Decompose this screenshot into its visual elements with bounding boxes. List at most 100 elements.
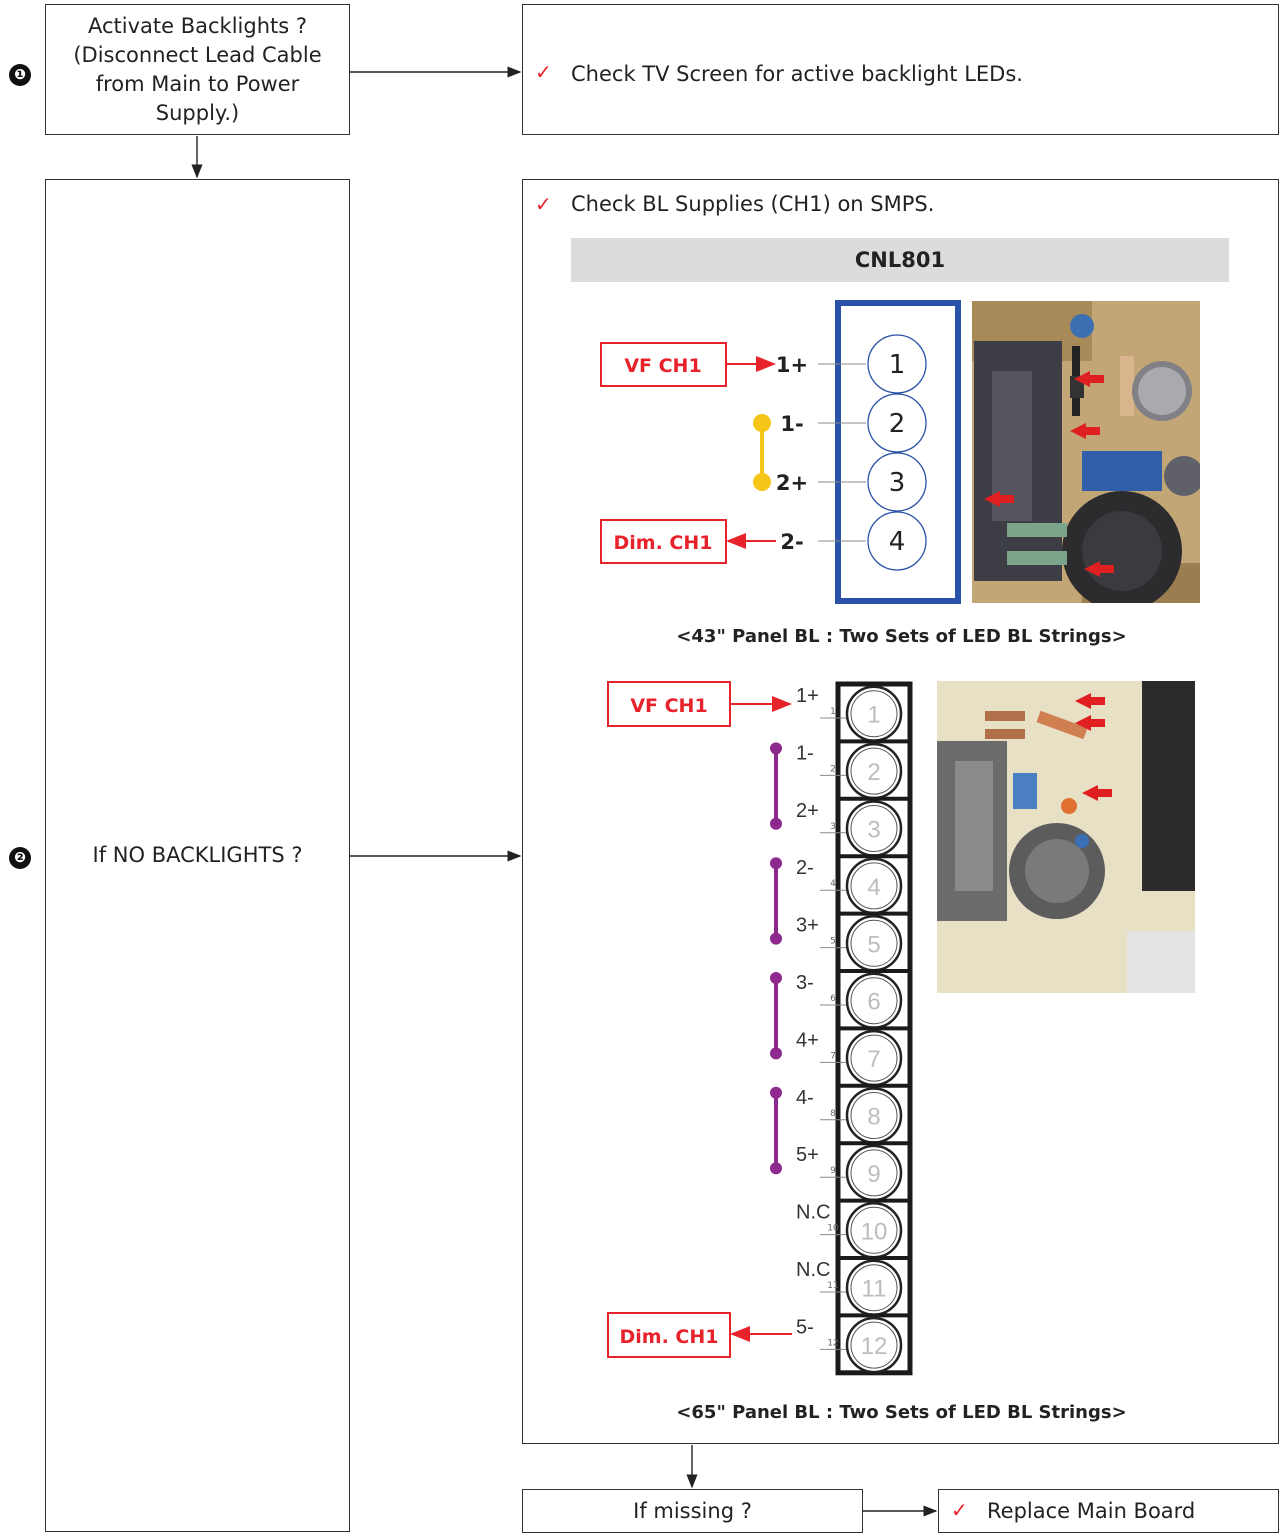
connector-65-small-pin-number: 12 [827,1338,838,1348]
check-mark-icon: ✓ [535,60,552,84]
connector-65-small-pin-number: 3 [830,822,836,832]
connector-65-pin-number: 8 [867,1104,880,1131]
connector-65-pin-ring [850,1206,898,1254]
connector-65-pin-ring [850,862,898,910]
connector-65-pin-ring [850,1034,898,1082]
connector-65-pin-ring [850,805,898,852]
connector-65-small-pin-number: 2 [830,764,836,774]
step-1-marker: ❶ [9,64,31,86]
step-2-marker: ❷ [9,847,31,869]
connector-43-pin-label: 2- [780,530,803,554]
connector-43-pin-number: 1 [889,350,906,380]
photo-65-illustration [937,681,1195,993]
connector-65-link-dot [770,817,782,830]
connector-65-pin-label: 4- [796,1087,814,1109]
connector-65-small-pin-number: 4 [830,879,836,889]
connector-65-pin-number: 6 [867,989,880,1016]
connector-65-pin-ring [850,1092,898,1139]
connector-43-pin-number: 2 [889,409,906,439]
replace-main-board-box: ✓ Replace Main Board [938,1489,1279,1533]
connector-65-pin-ring [850,747,898,795]
connector-65-pin-number: 10 [861,1218,888,1245]
replace-main-board-text: Replace Main Board [987,1499,1196,1523]
caption-65-panel: <65" Panel BL : Two Sets of LED BL Strin… [676,1402,1127,1423]
connector-65-small-pin-number: 7 [830,1051,836,1061]
connector-43-pin-number: 4 [889,527,906,557]
connector-43-pin [867,452,927,512]
connector-65-link-dot [770,857,782,870]
connector-43-pin-label: 1- [780,412,803,436]
check-mark-icon: ✓ [535,192,552,216]
connector-65-pin-ring [850,1264,898,1312]
connector-65-pin-label: N.C [796,1202,830,1224]
connector-65-pin-ring [850,977,898,1025]
connector-65-small-pin-number: 8 [830,1109,836,1119]
connector-65-small-pin-number: 10 [827,1224,839,1234]
connector-65-pin-number: 11 [862,1276,887,1303]
vf-ch1-label: VF CH1 [624,355,701,377]
check-bl-text: Check BL Supplies (CH1) on SMPS. [571,192,935,216]
connector-65-link-dot [770,1047,782,1060]
connector-65-link-dot [770,1162,782,1175]
connector-65-pin-number: 5 [867,931,880,958]
if-missing-box: If missing ? [522,1489,863,1533]
activate-backlights-box: Activate Backlights ? (Disconnect Lead C… [45,4,350,135]
connector-65-pin-label: 3- [796,972,814,994]
connector-65-pin-ring [850,919,898,967]
check-mark-icon: ✓ [951,1498,968,1522]
connector-65: 111+221-332+442-553+663-774+884-995+1010… [607,681,913,1376]
connector-43-pin [867,393,927,453]
connector-65-small-pin-number: 5 [830,937,836,947]
connector-65-pin-ring [850,1149,898,1197]
photo-43-board [972,301,1200,603]
vf-ch1-label-65: VF CH1 [630,695,707,717]
connector-65-pin-ring [850,1321,898,1369]
connector-title-bar: CNL801 [571,238,1229,282]
connector-43-link-dot [753,473,771,491]
connector-43-pin-label: 1+ [776,353,808,377]
connector-65-small-pin-number: 9 [830,1166,836,1176]
connector-65-pin-label: 5- [796,1316,814,1338]
connector-43-pin [867,511,927,571]
dim-ch1-label-box-65 [607,1312,731,1358]
connector-65-small-pin-number: 11 [827,1281,838,1291]
connector-65-pin-label: 1- [796,742,814,764]
connector-65-pin-label: 3+ [796,915,819,937]
vf-ch1-label-box-65 [607,681,731,727]
connector-65-link-dot [770,932,782,945]
connector-43-pin-number: 3 [889,468,906,498]
connector-65-pin-ring [850,690,898,738]
connector-43-pin [867,334,927,394]
connector-43-pin-label: 2+ [776,471,808,495]
connector-65-pin-number: 3 [867,817,880,844]
connector-65-link-dot [770,972,782,984]
check-screen-text: Check TV Screen for active backlight LED… [571,62,1023,86]
caption-43-panel: <43" Panel BL : Two Sets of LED BL Strin… [676,626,1127,647]
connector-65-pin-label: 2- [796,857,814,879]
connector-65-small-pin-number: 6 [830,994,836,1004]
no-backlights-text: If NO BACKLIGHTS ? [92,843,303,867]
if-missing-text: If missing ? [633,1498,752,1523]
connector-65-link-dot [770,1086,782,1099]
connector-65-pin-number: 9 [867,1161,880,1188]
connector-65-pin-number: 2 [867,759,880,786]
photo-65-board [937,681,1195,993]
connector-65-pin-label: N.C [796,1259,830,1281]
connector-65-link-dot [770,742,782,755]
connector-65-pin-number: 4 [867,874,880,901]
photo-43-illustration [972,301,1200,603]
vf-ch1-label-box [600,342,727,387]
activate-backlights-text: Activate Backlights ? (Disconnect Lead C… [73,13,322,125]
connector-43-link-dot [753,414,771,432]
check-screen-box: ✓ Check TV Screen for active backlight L… [522,4,1279,135]
connector-65-pin [845,1316,903,1374]
connector-43-housing [835,300,961,604]
connector-65-pin-number: 1 [867,702,880,729]
connector-65-pin-label: 1+ [796,685,819,707]
connector-65-pin-label: 4+ [796,1029,819,1051]
connector-65-pin-label: 5+ [796,1144,819,1166]
connector-65-pin-number: 7 [867,1046,880,1073]
connector-65-pin-number: 12 [861,1333,888,1360]
